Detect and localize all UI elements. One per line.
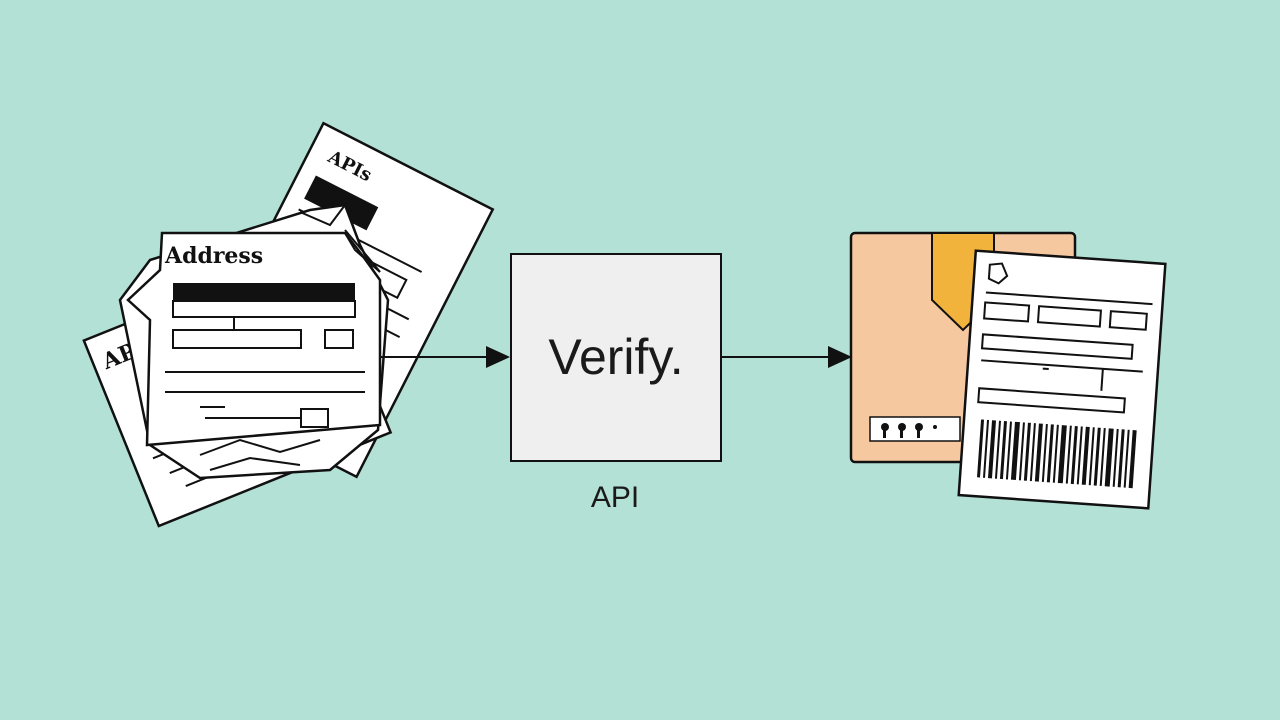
verify-label: Verify.: [548, 329, 683, 385]
document-front: Address: [126, 231, 382, 447]
arrow-to-verify: [380, 346, 510, 368]
zip-field: [324, 329, 354, 349]
verify-process-box: Verify.: [510, 253, 722, 462]
barcode-icon: [977, 419, 1137, 489]
api-caption: API: [591, 481, 639, 514]
address-documents-stack: APIs APo Address: [82, 121, 495, 528]
front-document-label: Address: [164, 243, 263, 269]
name-field-filled: [173, 283, 355, 301]
arrow-to-package: [722, 346, 852, 368]
city-field: [172, 329, 302, 349]
shipping-label-icon: [957, 249, 1167, 510]
handling-marks: [869, 416, 961, 442]
street-field: [172, 300, 356, 318]
checkbox-field: [300, 408, 329, 428]
